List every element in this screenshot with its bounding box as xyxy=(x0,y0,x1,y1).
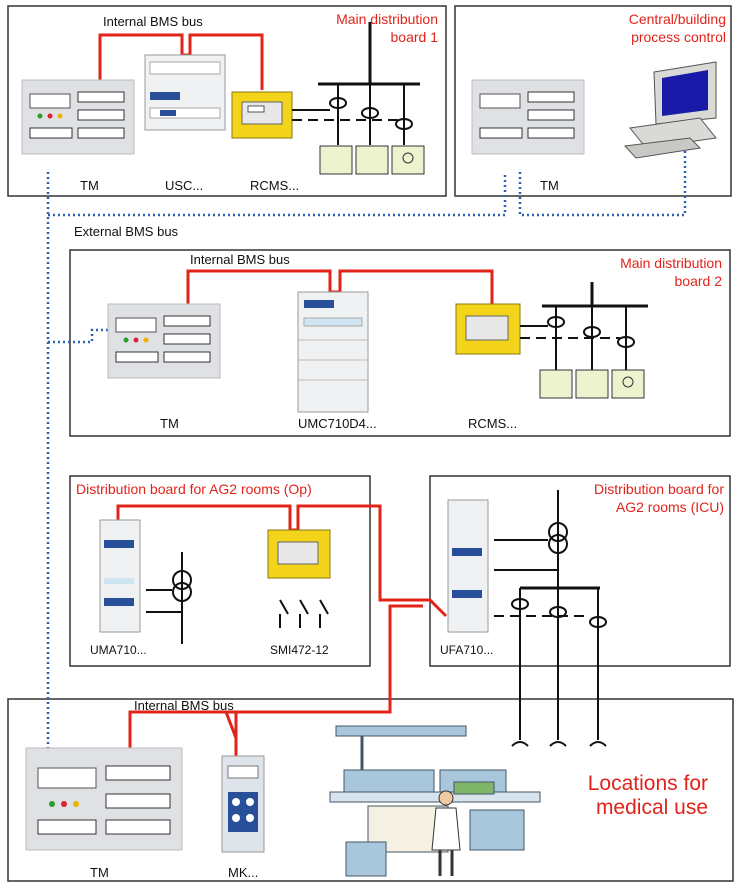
busbar-board-1 xyxy=(292,22,425,175)
mdb1-title-line2: board 1 xyxy=(391,29,439,45)
central-title-line2: process control xyxy=(631,29,726,45)
tm-label-3: TM xyxy=(160,416,179,431)
usc-device xyxy=(144,54,226,131)
internal-bms-bus-op-icu xyxy=(116,504,448,756)
smi-device xyxy=(267,529,331,628)
op-title: Distribution board for AG2 rooms (Op) xyxy=(76,481,312,497)
icu-title-line2: AG2 rooms (ICU) xyxy=(616,499,724,515)
tm-panel-medical xyxy=(25,747,183,851)
rcms-device-board-1 xyxy=(231,91,293,139)
internal-bms-bus-label-1: Internal BMS bus xyxy=(103,14,203,29)
internal-bms-bus-label-2: Internal BMS bus xyxy=(190,252,290,267)
mk-device xyxy=(221,755,265,853)
rcms-device-board-2 xyxy=(455,303,521,355)
umc-label: UMC710D4... xyxy=(298,416,377,431)
tm-label-1: TM xyxy=(80,178,99,193)
ufa-label: UFA710... xyxy=(440,643,493,657)
ufa-device xyxy=(447,499,489,633)
busbar-board-2 xyxy=(520,282,648,399)
external-bms-bus-label: External BMS bus xyxy=(74,224,179,239)
mk-label: MK... xyxy=(228,865,258,880)
icu-title-line1: Distribution board for xyxy=(594,481,724,497)
mdb1-title-line1: Main distribution xyxy=(336,11,438,27)
mdb2-title-line2: board 2 xyxy=(675,273,723,289)
transformer-icu xyxy=(494,490,607,747)
rcms-label-2: RCMS... xyxy=(468,416,517,431)
central-title-line1: Central/building xyxy=(629,11,726,27)
transformer-op xyxy=(146,552,192,644)
smi-label: SMI472-12 xyxy=(270,643,329,657)
umc-device xyxy=(297,291,369,413)
medical-title-line1: Locations for xyxy=(588,772,708,795)
usc-label: USC... xyxy=(165,178,203,193)
uma-device xyxy=(99,519,141,633)
rcms-label-1: RCMS... xyxy=(250,178,299,193)
tm-panel-board-1 xyxy=(21,79,135,155)
tm-label-2: TM xyxy=(540,178,559,193)
tm-panel-board-2 xyxy=(107,303,221,379)
internal-bms-bus-label-3: Internal BMS bus xyxy=(134,698,234,713)
computer-icon xyxy=(623,61,717,159)
tm-label-4: TM xyxy=(90,865,109,880)
mdb2-title-line1: Main distribution xyxy=(620,255,722,271)
tm-panel-central xyxy=(471,79,585,155)
external-bms-bus-line xyxy=(46,145,687,852)
medical-room-illustration xyxy=(329,725,541,877)
uma-label: UMA710... xyxy=(90,643,147,657)
medical-title-line2: medical use xyxy=(596,796,708,819)
